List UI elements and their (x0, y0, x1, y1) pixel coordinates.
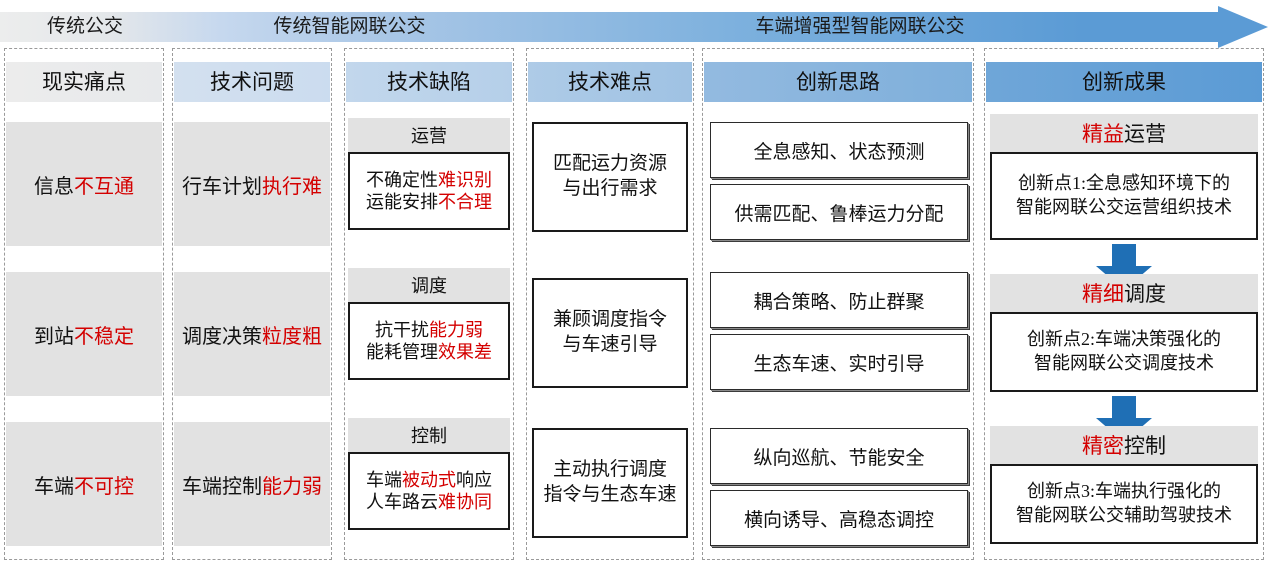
column-frame-results (984, 48, 1264, 560)
pain-point-cell-2: 到站不稳定 (6, 272, 162, 396)
defect-caption-2: 调度 (348, 268, 510, 302)
banner-segment-enhanced: 车端增强型智能网联公交 (755, 16, 965, 37)
column-frame-defect (344, 48, 514, 560)
defect-l1-red-2: 能力弱 (429, 319, 483, 340)
difficulty-box-3: 主动执行调度 指令与生态车速 (532, 428, 688, 538)
difficulty-line-1-1: 匹配运力资源 (552, 153, 667, 175)
defect-l1-red-3: 被动式 (402, 469, 456, 490)
difficulty-line-3-1: 主动执行调度 (552, 459, 667, 481)
result-title-black-3: 控制 (1124, 434, 1166, 458)
pain-point-text-red-3: 不可控 (74, 475, 134, 498)
banner-segment-connected: 传统智能网联公交 (273, 16, 426, 37)
idea-box-1-2: 供需匹配、鲁棒运力分配 (710, 184, 968, 240)
defect-l2-red-3: 难协同 (438, 492, 492, 512)
difficulty-line-2-1: 兼顾调度指令 (552, 309, 667, 331)
result-box-3: 创新点3:车端执行强化的 智能网联公交辅助驾驶技术 (990, 464, 1258, 544)
result-title-red-1: 精益 (1082, 122, 1124, 146)
pain-point-text-red-2: 不稳定 (74, 325, 134, 348)
idea-box-3-1: 纵向巡航、节能安全 (710, 428, 968, 484)
tech-issue-text-red-1: 执行难 (262, 175, 322, 198)
defect-l2-black-2: 能耗管理 (366, 342, 438, 362)
result-title-1: 精益运营 (990, 114, 1258, 152)
result-box-1: 创新点1:全息感知环境下的 智能网联公交运营组织技术 (990, 152, 1258, 240)
difficulty-box-2: 兼顾调度指令 与车速引导 (532, 278, 688, 388)
tech-issue-cell-2: 调度决策粒度粗 (174, 272, 330, 396)
idea-box-2-1: 耦合策略、防止群聚 (710, 272, 968, 328)
column-header-pain-point: 现实痛点 (6, 62, 162, 102)
pain-point-cell-3: 车端不可控 (6, 422, 162, 546)
defect-l1-red-1: 难识别 (438, 169, 492, 190)
pain-point-text-red-1: 不互通 (74, 175, 134, 198)
defect-l2-red-2: 效果差 (438, 342, 492, 362)
tech-issue-text-black-1: 行车计划 (182, 175, 262, 198)
difficulty-line-1-2: 与出行需求 (562, 178, 658, 199)
result-title-2: 精细调度 (990, 274, 1258, 312)
result-line-2-2: 智能网联公交调度技术 (1034, 353, 1214, 373)
defect-caption-1: 运营 (348, 118, 510, 152)
result-line-1-2: 智能网联公交运营组织技术 (1016, 197, 1232, 217)
column-header-difficulty: 技术难点 (528, 62, 692, 102)
result-title-red-2: 精细 (1082, 282, 1124, 306)
result-line-1-1: 创新点1:全息感知环境下的 (1018, 173, 1230, 194)
column-header-defect: 技术缺陷 (346, 62, 512, 102)
result-line-3-1: 创新点3:车端执行强化的 (1027, 481, 1221, 502)
right-arrow-icon (1218, 6, 1268, 48)
defect-box-2: 抗干扰能力弱 能耗管理效果差 (348, 302, 510, 380)
tech-issue-cell-1: 行车计划执行难 (174, 122, 330, 246)
column-header-results: 创新成果 (986, 62, 1262, 102)
result-line-3-2: 智能网联公交辅助驾驶技术 (1016, 505, 1232, 525)
result-line-2-1: 创新点2:车端决策强化的 (1027, 329, 1221, 350)
down-arrow-icon-1 (1094, 244, 1154, 295)
column-header-tech-issue: 技术问题 (174, 62, 330, 102)
defect-l1-black-2: 抗干扰 (375, 319, 429, 340)
pain-point-text-black-2: 到站 (34, 325, 74, 348)
tech-issue-text-black-3: 车端控制 (182, 475, 262, 498)
result-title-3: 精密控制 (990, 426, 1258, 464)
column-frame-difficulty (526, 48, 694, 560)
down-arrow-icon-2 (1094, 396, 1154, 447)
result-title-black-1: 运营 (1124, 122, 1166, 146)
idea-box-2-2: 生态车速、实时引导 (710, 334, 968, 390)
tech-issue-text-red-2: 粒度粗 (262, 325, 322, 348)
tech-issue-cell-3: 车端控制能力弱 (174, 422, 330, 546)
defect-l2-black-1: 运能安排 (366, 192, 438, 212)
banner-segment-legacy: 传统公交 (46, 16, 123, 37)
difficulty-line-2-2: 与车速引导 (562, 334, 658, 355)
idea-box-3-2: 横向诱导、高稳态调控 (710, 490, 968, 546)
banner-arrow-body (0, 12, 1228, 42)
column-frame-tech-issue (172, 48, 332, 560)
pain-point-text-black-1: 信息 (34, 175, 74, 198)
tech-issue-text-red-3: 能力弱 (262, 475, 322, 498)
pain-point-cell-1: 信息不互通 (6, 122, 162, 246)
difficulty-box-1: 匹配运力资源 与出行需求 (532, 122, 688, 232)
defect-caption-3: 控制 (348, 418, 510, 452)
column-header-ideas: 创新思路 (704, 62, 972, 102)
result-box-2: 创新点2:车端决策强化的 智能网联公交调度技术 (990, 312, 1258, 392)
column-frame-pain-point (4, 48, 164, 560)
pain-point-text-black-3: 车端 (34, 475, 74, 498)
result-title-red-3: 精密 (1082, 434, 1124, 458)
defect-box-1: 不确定性难识别 运能安排不合理 (348, 152, 510, 230)
defect-l1-black2-3: 响应 (456, 469, 492, 490)
defect-l1-black-3: 车端 (366, 469, 402, 490)
defect-box-3: 车端被动式响应 人车路云难协同 (348, 452, 510, 530)
idea-box-1-1: 全息感知、状态预测 (710, 122, 968, 178)
phase-banner: 传统公交 传统智能网联公交 车端增强型智能网联公交 (0, 6, 1268, 48)
result-title-black-2: 调度 (1124, 282, 1166, 306)
column-frame-ideas (702, 48, 974, 560)
difficulty-line-3-2: 指令与生态车速 (543, 484, 677, 505)
tech-issue-text-black-2: 调度决策 (182, 325, 262, 348)
defect-l1-black-1: 不确定性 (366, 169, 438, 190)
defect-l2-red-1: 不合理 (438, 192, 492, 212)
defect-l2-black-3: 人车路云 (366, 492, 438, 512)
